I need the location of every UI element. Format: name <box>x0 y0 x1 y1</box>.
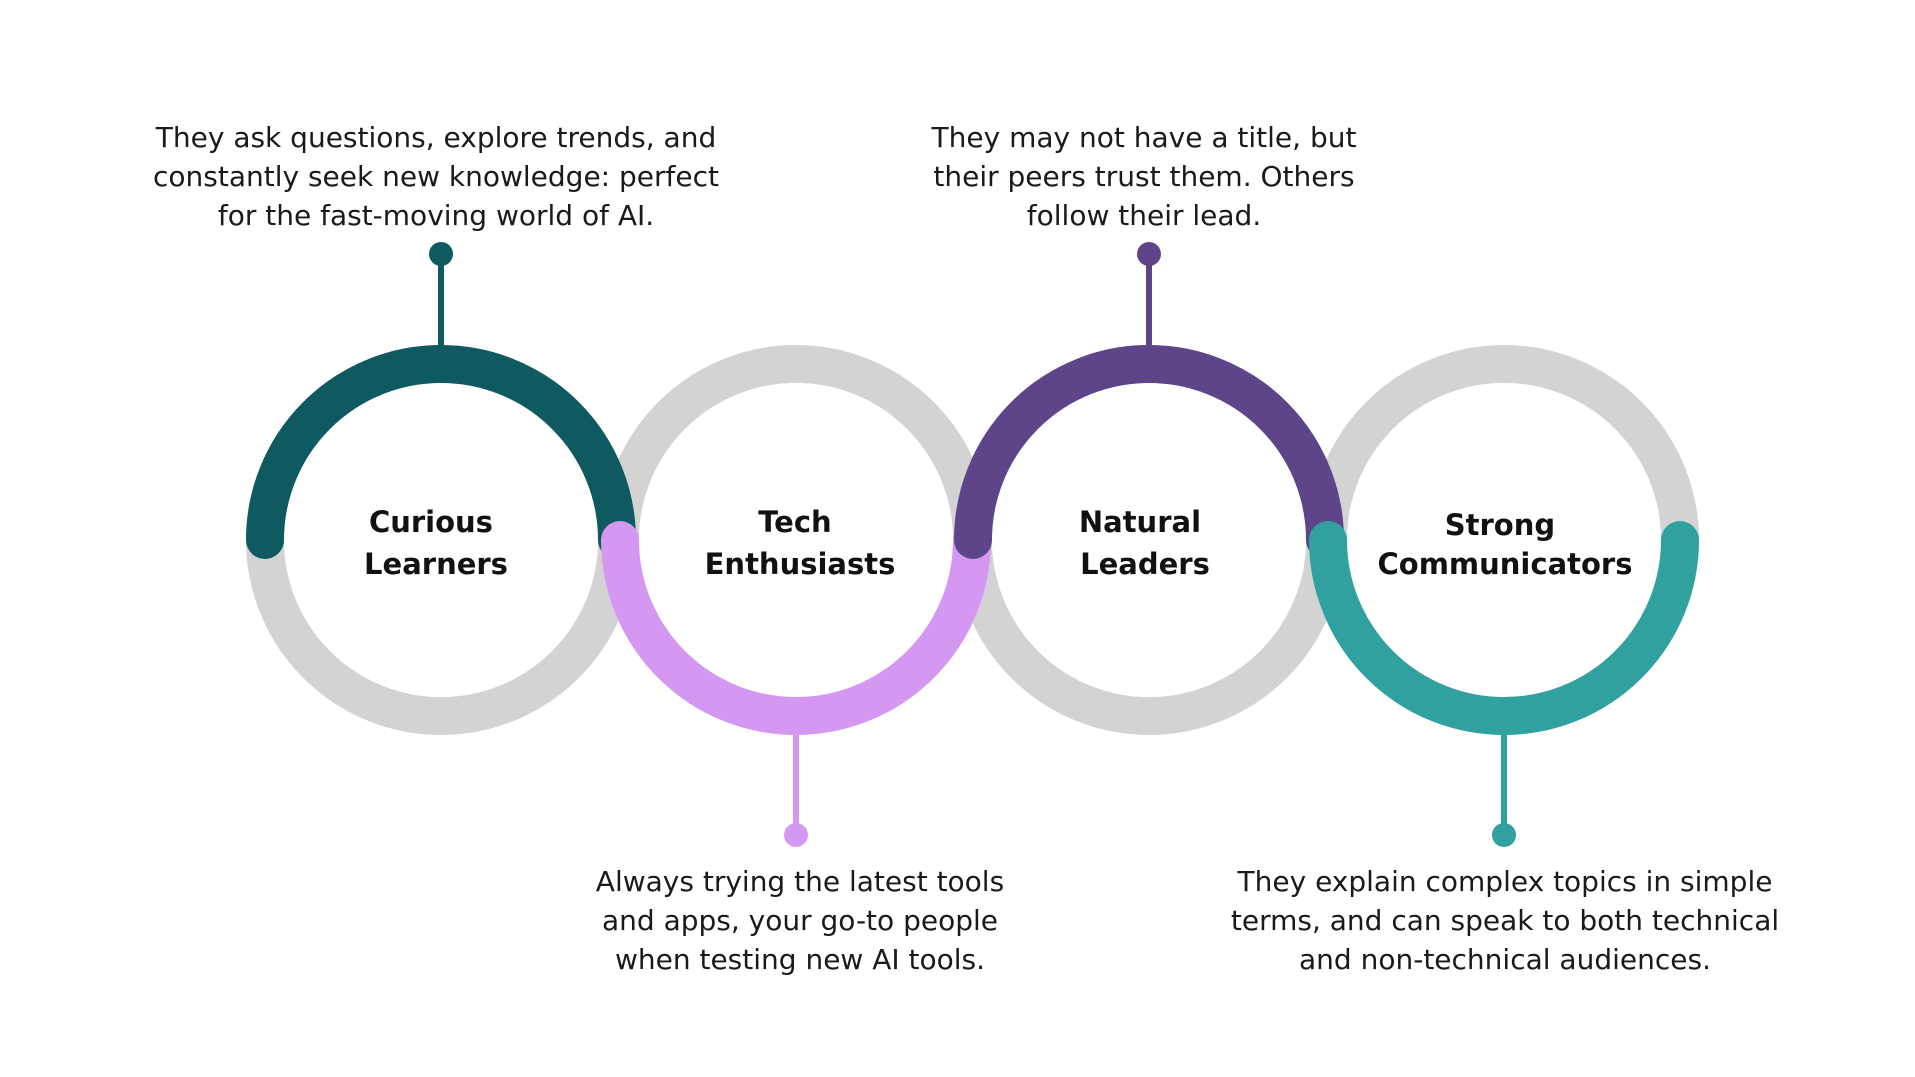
arc-strong-communicators <box>1309 521 1699 735</box>
description-line: for the fast-moving world of AI. <box>217 199 655 232</box>
circle-titles: Curious Learners Tech Enthusiasts Natura… <box>364 505 1632 581</box>
ring-1-interior <box>284 383 598 697</box>
arc-curious-learners <box>246 345 636 559</box>
ring-interiors <box>284 383 1661 697</box>
description-line: terms, and can speak to both technical <box>1230 904 1780 937</box>
title-line: Learners <box>364 547 508 581</box>
arc-tech-enthusiasts <box>601 521 991 735</box>
connector-dot-2 <box>784 823 808 847</box>
title-natural-leaders: Natural Leaders <box>1079 505 1211 581</box>
title-tech-enthusiasts: Tech Enthusiasts <box>705 505 896 581</box>
connector-dot-4 <box>1492 823 1516 847</box>
description-line: They explain complex topics in simple <box>1237 865 1773 898</box>
title-line: Natural <box>1079 505 1201 539</box>
ring-2-interior <box>639 383 953 697</box>
accent-arcs <box>246 345 1699 735</box>
description-line: They may not have a title, but <box>931 121 1357 154</box>
description-strong-communicators: They explain complex topics in simple te… <box>1195 862 1815 979</box>
description-line: and non-technical audiences. <box>1299 943 1711 976</box>
ring-4-interior <box>1347 383 1661 697</box>
description-line: They ask questions, explore trends, and <box>155 121 717 154</box>
title-line: Tech <box>758 505 831 539</box>
title-line: Communicators <box>1378 547 1633 581</box>
connectors <box>429 242 1516 847</box>
description-line: and apps, your go-to people <box>602 904 998 937</box>
connector-dot-3 <box>1137 242 1161 266</box>
description-line: Always trying the latest tools <box>595 865 1005 898</box>
description-tech-enthusiasts: Always trying the latest tools and apps,… <box>490 862 1110 979</box>
title-curious-learners: Curious Learners <box>364 505 508 581</box>
title-line: Strong <box>1445 508 1555 542</box>
ring-3-interior <box>992 383 1306 697</box>
title-line: Leaders <box>1080 547 1210 581</box>
description-curious-learners: They ask questions, explore trends, and … <box>126 118 746 235</box>
arc-natural-leaders <box>954 345 1344 559</box>
title-strong-communicators: Strong Communicators <box>1378 508 1633 581</box>
title-line: Curious <box>369 505 493 539</box>
description-line: follow their lead. <box>1026 199 1262 232</box>
description-line: constantly seek new knowledge: perfect <box>153 160 719 193</box>
description-line: when testing new AI tools. <box>614 943 986 976</box>
title-line: Enthusiasts <box>705 547 896 581</box>
description-natural-leaders: They may not have a title, but their pee… <box>834 118 1454 235</box>
description-line: their peers trust them. Others <box>933 160 1355 193</box>
connector-dot-1 <box>429 242 453 266</box>
